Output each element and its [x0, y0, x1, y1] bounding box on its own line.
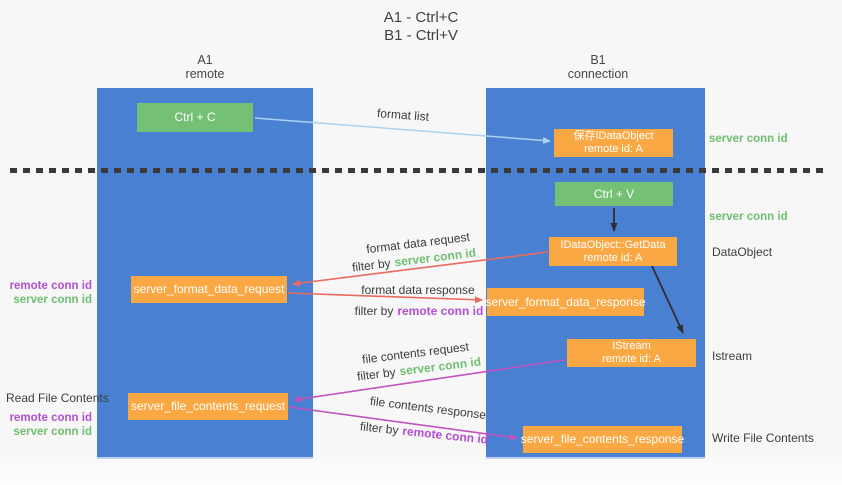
label-server-conn-id-left-1: server conn id: [13, 294, 92, 306]
lane-header-a1: A1 remote: [145, 53, 265, 81]
file-contents-response-arrow: [288, 406, 518, 441]
title-line-1: A1 - Ctrl+C: [383, 9, 459, 26]
title-line-2: B1 - Ctrl+V: [384, 27, 458, 44]
filter-by-text: filter by: [354, 304, 394, 318]
left-conn-id-pair-bottom: remote conn id server conn id: [0, 411, 92, 439]
node-ctrl-c: Ctrl + C: [137, 103, 253, 132]
node-save-idataobject: 保存IDataObject remote id: A: [554, 129, 673, 157]
node-istream-line1: IStream: [612, 340, 651, 352]
lane-a1-title: A1: [197, 53, 213, 67]
remote-conn-id-text: remote conn id: [397, 304, 484, 318]
label-dataobject: DataObject: [712, 245, 773, 259]
node-istream: IStream remote id: A: [567, 339, 696, 367]
lane-b1-subtitle: connection: [567, 67, 629, 81]
node-ctrl-c-label: Ctrl + C: [174, 110, 216, 124]
node-server-format-data-response-label: server_format_data_response: [485, 294, 646, 309]
node-server-format-data-response: server_format_data_response: [485, 288, 646, 316]
node-server-format-data-request-label: server_format_data_request: [133, 282, 285, 296]
node-server-file-contents-response-label: server_file_contents_response: [520, 432, 685, 446]
file-contents-request-arrow: [293, 359, 565, 403]
node-server-file-contents-request-label: server_file_contents_request: [130, 399, 286, 413]
label-server-conn-id-right-2: server conn id: [709, 211, 788, 223]
lane-b1-title: B1: [590, 53, 606, 67]
node-ctrl-v-label: Ctrl + V: [593, 186, 635, 201]
format-data-response-arrow: [287, 292, 483, 304]
node-getdata-line1: IDataObject::GetData: [560, 238, 666, 251]
node-server-format-data-request: server_format_data_request: [131, 276, 287, 303]
node-server-file-contents-response: server_file_contents_response: [520, 426, 685, 453]
node-ctrl-v: Ctrl + V: [555, 182, 673, 206]
node-getdata-line2: remote id: A: [583, 251, 643, 264]
label-server-conn-id-left-2: server conn id: [13, 426, 92, 438]
label-read-file-contents: Read File Contents: [6, 391, 109, 405]
label-server-conn-id-right-1: server conn id: [709, 133, 788, 145]
format-data-request-arrow: [292, 251, 549, 287]
format-list-arrow: [254, 117, 551, 144]
label-remote-conn-id-left-1: remote conn id: [9, 280, 92, 292]
node-istream-line2: remote id: A: [602, 353, 661, 365]
label-format-data-response: format data response: [361, 283, 475, 297]
lane-header-b1: B1 connection: [538, 53, 658, 81]
dotted-divider-line: [10, 168, 823, 173]
node-idataobject-getdata: IDataObject::GetData remote id: A: [549, 237, 677, 266]
label-istream: Istream: [712, 349, 753, 363]
left-conn-id-pair-top: remote conn id server conn id: [0, 279, 92, 307]
diagram-title: A1 - Ctrl+C B1 - Ctrl+V: [0, 9, 842, 45]
getdata-to-istream-arrow: [651, 265, 684, 334]
node-save-idataobject-line1: 保存IDataObject: [573, 130, 654, 142]
label-write-file-contents: Write File Contents: [712, 431, 814, 445]
node-save-idataobject-line2: remote id: A: [584, 143, 643, 155]
node-server-file-contents-request: server_file_contents_request: [128, 393, 288, 420]
lane-a1-subtitle: remote: [185, 67, 225, 81]
label-remote-conn-id-left-2: remote conn id: [9, 412, 92, 424]
